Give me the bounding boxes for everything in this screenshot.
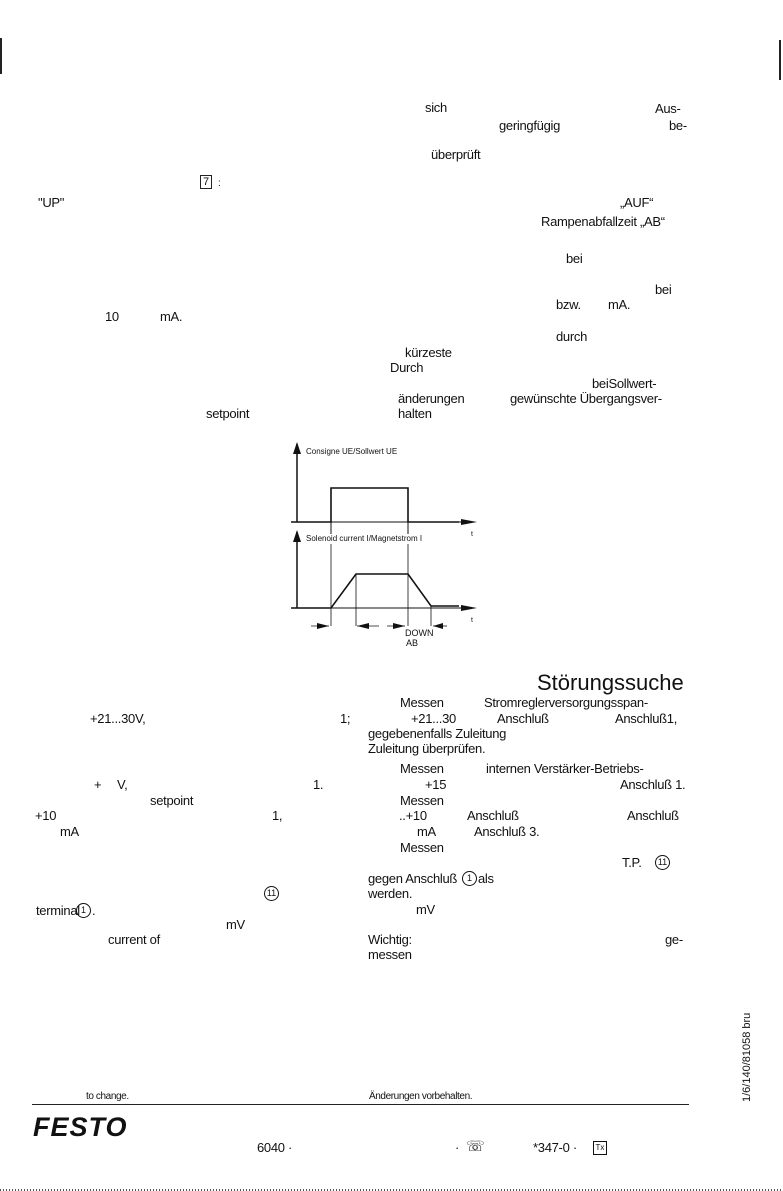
festo-logo: FESTO [33,1112,128,1142]
text-fragment: terminal [36,903,80,918]
telex-icon: Tx [593,1141,607,1155]
text-fragment: be- [669,118,687,133]
margin-document-code: 1/6/140/81058 bru [741,1012,753,1102]
text-fragment: 1, [272,808,283,823]
page-bottom-edge [0,1189,783,1191]
text-fragment: mA. [160,309,183,324]
text-fragment: Anschluß 3. [474,824,540,839]
text-fragment: ..+10 [399,808,427,823]
circled-reference: 1 [462,871,477,886]
footer-note-english: to change. [86,1091,129,1102]
current-time-axis-arrow [461,605,477,611]
text-fragment: 1. [313,777,324,792]
text-fragment: gegebenenfalls Zuleitung [368,726,507,741]
text-fragment: current of [108,932,160,947]
text-fragment: "UP" [38,195,65,210]
text-fragment: T.P. [622,855,642,870]
telephone-icon: ☏ [466,1138,485,1155]
footer-address-fragment: *347-0 · [533,1140,577,1155]
time-axis-label: t [471,531,473,538]
text-fragment: mV [226,917,245,932]
text-fragment: gegen Anschluß [368,871,458,886]
current-axis-label: Solenoid current I/Magnetstrom I [306,534,422,543]
text-fragment: als [478,871,494,886]
text-fragment: Stromreglerversorgungsspan- [484,695,648,710]
text-fragment: mV [416,902,435,917]
text-fragment: : [218,178,221,189]
text-fragment: Messen [400,761,444,776]
ramp-ab-label: AB [406,638,418,648]
solenoid-current-ramp [291,573,459,609]
text-fragment: Messen [400,793,444,808]
left-edge-line [0,38,2,74]
text-fragment: änderungen [398,391,465,406]
text-fragment: überprüft [431,147,481,162]
text-fragment: Zuleitung überprüfen. [368,741,486,756]
section-heading: Störungssuche [537,670,684,695]
footer-address-fragment: 6040 · [257,1140,293,1155]
text-fragment: Anschluß [497,711,549,726]
text-fragment: +15 [425,777,447,792]
text-fragment: Messen [400,840,444,855]
text-fragment: messen [368,947,412,962]
text-fragment: mA [417,824,436,839]
text-fragment: geringfügig [499,118,561,133]
text-fragment: . [92,903,96,918]
text-fragment: beiSollwert- [592,376,657,391]
text-fragment: kürzeste [405,345,452,360]
setpoint-axis-label: Consigne UE/Sollwert UE [306,447,397,456]
text-fragment: 1; [340,711,351,726]
text-fragment: + [94,777,102,792]
setpoint-signal [291,487,459,523]
setpoint-y-axis-arrow [293,442,301,454]
text-fragment: gewünschte Übergangsver- [510,391,662,406]
text-fragment: Aus- [655,101,681,116]
text-fragment: 10 [105,309,119,324]
text-fragment: bzw. [556,297,581,312]
text-fragment: Wichtig: [368,932,412,947]
text-fragment: setpoint [150,793,194,808]
current-y-axis-arrow [293,530,301,542]
text-fragment: Messen [400,695,444,710]
ramp-timing-diagram: Consigne UE/Sollwert UE t Solenoid curre… [291,442,477,648]
text-fragment: mA. [608,297,631,312]
circled-reference: 11 [264,886,279,901]
reference-number-box: 7 [200,175,212,189]
text-fragment: bei [655,282,672,297]
text-fragment: +10 [35,808,57,823]
text-fragment: setpoint [206,406,250,421]
text-fragment: Rampenabfallzeit „AB“ [541,214,665,229]
footer-address-fragment: · [455,1140,460,1155]
text-fragment: Durch [390,360,424,375]
text-fragment: +21...30V, [90,711,146,726]
text-fragment: Anschluß [627,808,679,823]
ramp-down-label: DOWN [405,628,434,638]
text-fragment: Anschluß [467,808,519,823]
text-fragment: halten [398,406,432,421]
text-fragment: „AUF“ [620,195,654,210]
time-axis-label: t [471,617,473,624]
circled-reference: 11 [655,855,670,870]
text-fragment: ge- [665,932,683,947]
text-fragment: +21...30 [411,711,456,726]
text-fragment: Anschluß 1. [620,777,686,792]
text-fragment: internen Verstärker-Betriebs- [486,761,644,776]
text-fragment: durch [556,329,588,344]
text-fragment: mA [60,824,79,839]
footer-note-german: Änderungen vorbehalten. [369,1091,473,1102]
text-fragment: sich [425,100,447,115]
setpoint-time-axis-arrow [461,519,477,525]
right-edge-line [779,40,781,80]
footer-rule [32,1104,689,1105]
text-fragment: V, [117,777,128,792]
circled-reference: 1 [76,903,91,918]
text-fragment: bei [566,251,583,266]
text-fragment: werden. [368,886,413,901]
text-fragment: Anschluß1, [615,711,678,726]
